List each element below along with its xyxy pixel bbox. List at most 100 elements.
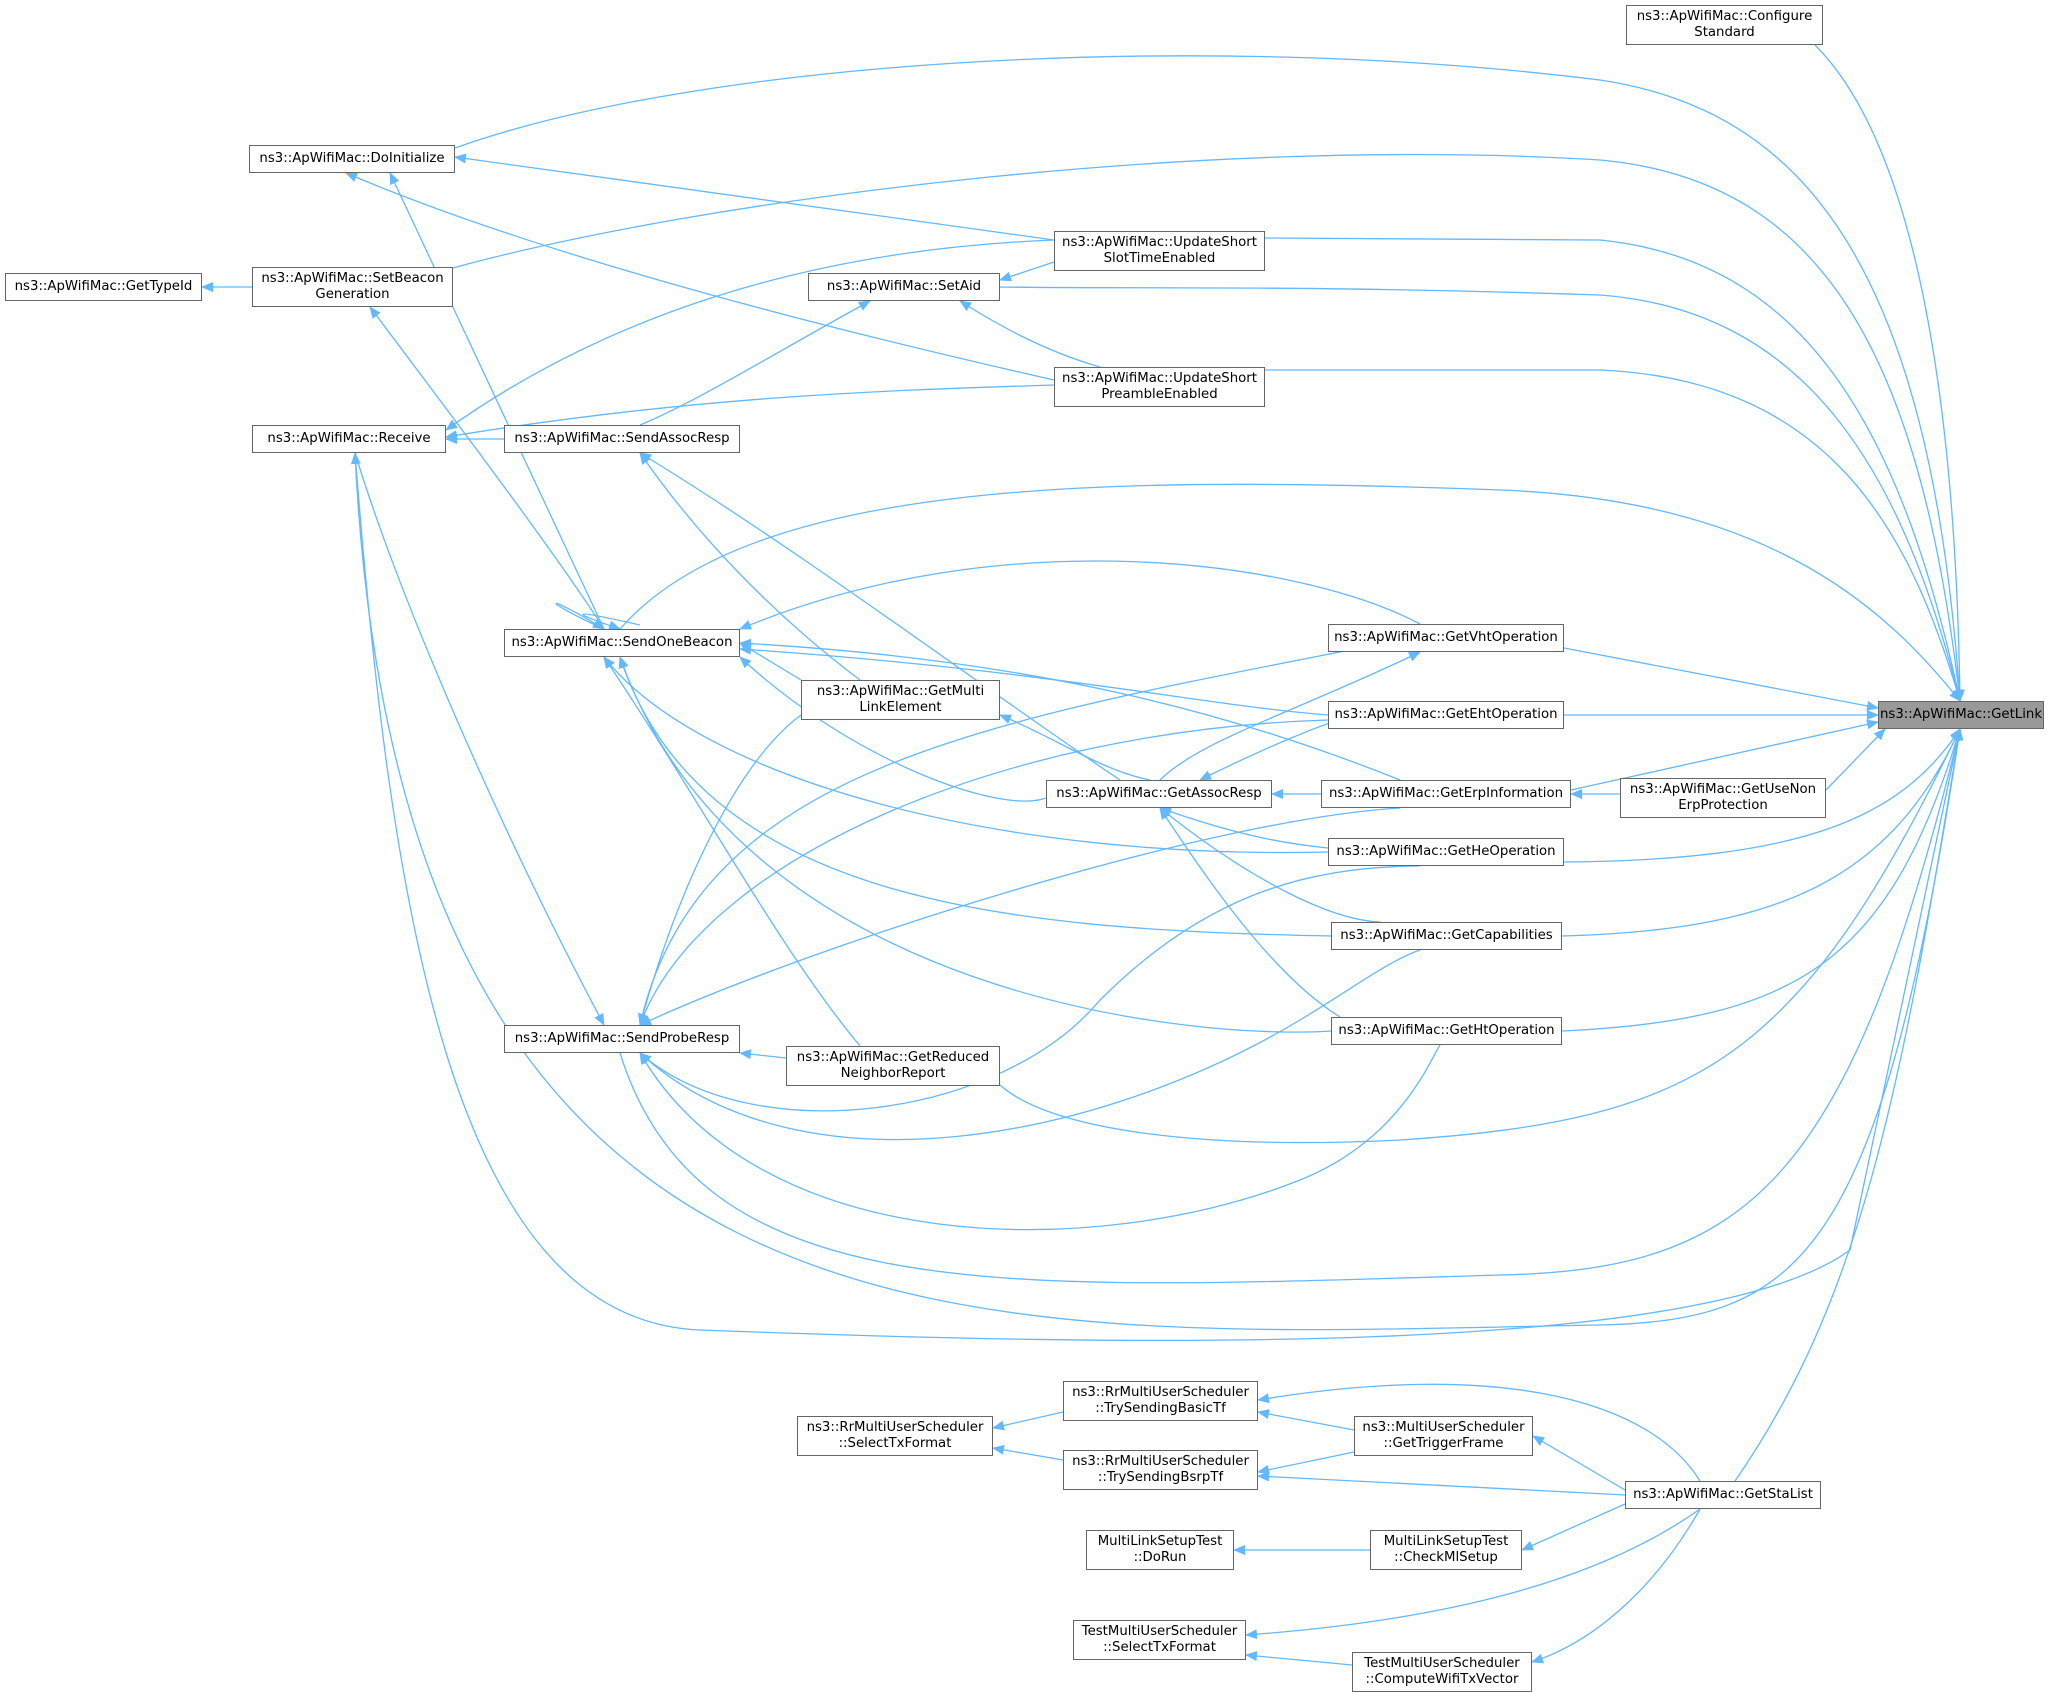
call-edge [992,1411,1064,1431]
node-label: Standard [1694,25,1755,40]
call-edge [739,1049,787,1060]
call-edge [1159,651,1421,781]
node-label: ns3::RrMultiUserScheduler [806,1420,984,1435]
node-label: ns3::ApWifiMac::GetUseNon [1629,782,1817,797]
node-label: ns3::ApWifiMac::UpdateShort [1062,371,1257,386]
node-label: ::TrySendingBasicTf [1095,1401,1226,1416]
node-tmcompute[interactable]: TestMultiUserScheduler::ComputeWifiTxVec… [1352,1652,1532,1692]
node-label: ns3::ApWifiMac::SendAssocResp [514,431,730,446]
call-edge [1257,1471,1626,1496]
node-getht[interactable]: ns3::ApWifiMac::GetHtOperation [1331,1017,1562,1045]
node-label: ns3::ApWifiMac::GetErpInformation [1328,786,1564,801]
call-edge [619,728,1963,1284]
node-label: ns3::ApWifiMac::GetEhtOperation [1334,707,1558,722]
node-setaid[interactable]: ns3::ApWifiMac::SetAid [808,273,1000,301]
node-label: NeighborReport [840,1066,946,1081]
node-label: ns3::ApWifiMac::GetCapabilities [1340,928,1553,943]
node-label: ns3::ApWifiMac::GetHeOperation [1336,844,1556,859]
node-label: ::TrySendingBsrpTf [1097,1470,1224,1485]
call-edge [1563,728,1961,863]
node-label: TestMultiUserScheduler [1081,1624,1238,1639]
call-edge [739,638,1401,781]
node-sendassoc[interactable]: ns3::ApWifiMac::SendAssocResp [504,425,740,453]
call-edge [345,172,1055,381]
call-edge [1159,807,1341,1018]
call-edge [369,306,605,630]
call-edge [454,153,1055,241]
node-getcap[interactable]: ns3::ApWifiMac::GetCapabilities [1331,922,1562,950]
node-label: ::ComputeWifiTxVector [1365,1672,1519,1687]
node-label: ns3::RrMultiUserScheduler [1072,1385,1249,1400]
call-edge [999,261,1055,282]
node-label: ns3::ApWifiMac::GetMulti [816,684,985,699]
call-edge [1531,1508,1701,1664]
node-trybasic[interactable]: ns3::RrMultiUserScheduler::TrySendingBas… [1063,1381,1258,1421]
node-label: ns3::ApWifiMac::GetTypeId [14,279,193,294]
node-gethe[interactable]: ns3::ApWifiMac::GetHeOperation [1328,838,1564,866]
call-edge [999,714,1151,781]
node-mldorun[interactable]: MultiLinkSetupTest::DoRun [1086,1530,1234,1570]
call-edge [1257,1383,1701,1482]
node-selecttx[interactable]: ns3::RrMultiUserScheduler::SelectTxForma… [797,1416,993,1456]
node-trybsrp[interactable]: ns3::RrMultiUserScheduler::TrySendingBsr… [1063,1450,1258,1490]
call-edge [1265,369,1962,702]
call-edge [1245,1651,1353,1666]
node-tmselect[interactable]: TestMultiUserScheduler::SelectTxFormat [1073,1620,1246,1660]
call-edge [739,644,1329,716]
call-edge [639,1044,1441,1231]
node-label: ns3::ApWifiMac::SendOneBeacon [511,635,733,650]
node-label: SlotTimeEnabled [1103,251,1216,266]
call-edge [1257,1451,1355,1475]
node-doinit[interactable]: ns3::ApWifiMac::DoInitialize [249,145,455,173]
call-edge [639,300,871,426]
node-label: ns3::ApWifiMac::GetHtOperation [1338,1023,1555,1038]
node-label: PreambleEnabled [1101,387,1218,402]
call-edge [639,452,1121,781]
node-sendbeacon[interactable]: ns3::ApWifiMac::SendOneBeacon [504,629,740,657]
node-label: LinkElement [859,700,942,715]
node-receive[interactable]: ns3::ApWifiMac::Receive [252,425,446,453]
node-label: ns3::ApWifiMac::SetAid [826,279,982,294]
node-label: ns3::MultiUserScheduler [1362,1420,1525,1435]
node-label: ::SelectTxFormat [838,1436,952,1451]
node-label: MultiLinkSetupTest [1383,1534,1509,1549]
call-edge [618,656,1332,1033]
node-label: ns3::ApWifiMac::GetReduced [796,1050,990,1065]
call-edge [350,452,1961,1342]
node-label: ns3::ApWifiMac::Receive [267,431,431,446]
call-edge [739,642,802,681]
node-gettrigger[interactable]: ns3::MultiUserScheduler::GetTriggerFrame [1354,1416,1533,1456]
node-getassoc[interactable]: ns3::ApWifiMac::GetAssocResp [1046,780,1272,808]
call-edge [619,483,1961,702]
node-geterp[interactable]: ns3::ApWifiMac::GetErpInformation [1321,780,1571,808]
node-label: Generation [315,287,390,302]
call-edge [1159,806,1329,849]
node-getvht[interactable]: ns3::ApWifiMac::GetVhtOperation [1328,624,1564,652]
call-edge [1825,728,1886,791]
call-edge [638,714,802,1026]
node-label: ::GetTriggerFrame [1383,1436,1504,1451]
call-edge [959,300,1101,368]
call-edge [555,602,605,630]
node-getstalist[interactable]: ns3::ApWifiMac::GetStaList [1625,1481,1821,1509]
call-edge [1814,44,1965,702]
call-edge [1245,1508,1701,1640]
call-edge [1264,237,1963,702]
call-edge [354,452,605,1026]
node-mlcheck[interactable]: MultiLinkSetupTest::CheckMlSetup [1370,1530,1522,1570]
node-sendprobe[interactable]: ns3::ApWifiMac::SendProbeResp [504,1025,740,1053]
node-label: ::CheckMlSetup [1394,1550,1498,1565]
node-geteht[interactable]: ns3::ApWifiMac::GetEhtOperation [1328,701,1564,729]
call-edge [639,865,1421,1112]
node-gettypeid[interactable]: ns3::ApWifiMac::GetTypeId [5,273,202,301]
node-label: ns3::ApWifiMac::SendProbeResp [514,1031,730,1046]
node-label: ns3::ApWifiMac::SetBeacon [261,271,444,286]
